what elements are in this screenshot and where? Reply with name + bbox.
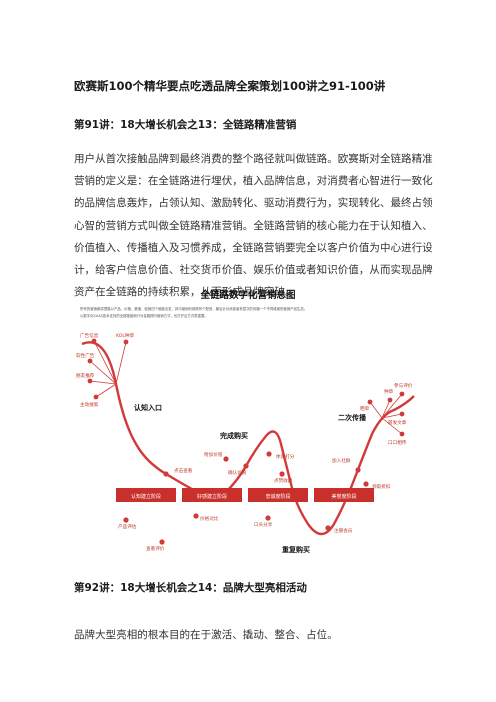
- node-seed: 种草: [384, 388, 394, 395]
- section-92-heading: 第92讲：18大增长机会之14：品牌大型亮相活动: [74, 582, 307, 594]
- stage-box-1: 认知建立阶段: [131, 493, 161, 500]
- left-nodes: 广告信息 KOL种草 软性广告 朋友推荐 主动搜索: [76, 332, 135, 408]
- node-register-member: 注册会员: [334, 527, 353, 534]
- stage-box-4: 美誉度阶段: [331, 493, 356, 500]
- section-91-heading: 第91讲：18大增长机会之13：全链路精准营销: [74, 119, 297, 131]
- node-kol: KOL种草: [116, 332, 135, 339]
- lower-nodes: 产品评估 价格对比 查看评价 口头分享 注册会员: [118, 513, 353, 552]
- node-view-reviews: 查看评价: [146, 545, 165, 552]
- upper-nodes: 点击查看 附加价值 确认价值 体验打分 点赞收藏 加入社群 领取折扣: [163, 451, 391, 490]
- right-nodes: 种草 晒单 参与评价 转发文章 口口相传: [360, 382, 413, 446]
- stage-label-enter: 认知入口: [134, 403, 162, 412]
- node-like-save: 点赞收藏: [274, 477, 293, 484]
- node-rating: 体验打分: [276, 453, 295, 460]
- stage-box-2: 好感建立阶段: [197, 493, 227, 500]
- node-click-view: 点击查看: [174, 467, 193, 474]
- stage-label-spread: 二次传播: [338, 413, 367, 422]
- node-join-group: 加入社群: [332, 457, 351, 464]
- full-chain-marketing-diagram: 全链路数字化营销总图 所有的营销都将遵循以产品、价格、渠道、促销四个维度出发，其…: [76, 284, 420, 560]
- section-91-paragraph: 用户从首次接触品牌到最终消费的整个路径就叫做链路。欧赛斯对全链路精准营销的定义是…: [74, 153, 433, 299]
- stage-boxes: 认知建立阶段 好感建立阶段 忠诚度阶段 美誉度阶段: [116, 488, 374, 502]
- node-forward: 转发文章: [388, 419, 407, 426]
- document-title: 欧赛斯100个精华要点吃透品牌全案策划100讲之91-100讲: [74, 79, 386, 93]
- chain-path: [81, 341, 415, 536]
- stage-box-3: 忠诚度阶段: [265, 493, 290, 500]
- right-branches: [369, 393, 403, 435]
- node-ad-info: 广告信息: [80, 332, 99, 339]
- node-search: 主动搜索: [80, 401, 99, 408]
- node-added-value: 附加价值: [204, 451, 223, 458]
- diagram-title: 全链路数字化营销总图: [199, 289, 295, 301]
- node-price-compare: 价格对比: [200, 515, 219, 522]
- node-confirm-value: 确认价值: [228, 469, 247, 476]
- node-show-order: 晒单: [360, 405, 370, 412]
- node-review: 参与评价: [394, 382, 413, 389]
- diagram-intro-line-1: 所有的营销都将遵循以产品、价格、渠道、促销四个维度出发，其中营销利润既有个配底，…: [80, 306, 307, 311]
- left-branches: [89, 340, 127, 398]
- section-92-paragraph: 品牌大型亮相的根本目的在于激活、撬动、整合、占位。: [74, 629, 338, 641]
- node-soft-ad: 软性广告: [76, 352, 95, 359]
- node-verbal-share: 口头分享: [254, 521, 273, 528]
- diagram-intro-line-2: 以数字化SAAS技术支持的全链路营销行为金融顾问营销方式，也打开这方式很重要。: [80, 313, 208, 318]
- stage-label-purchase: 完成购买: [220, 431, 248, 440]
- node-product-eval: 产品评估: [118, 523, 137, 530]
- node-get-discount: 领取折扣: [372, 483, 391, 490]
- node-word-of-mouth: 口口相传: [388, 439, 407, 446]
- node-friend-rec: 朋友推荐: [76, 372, 95, 379]
- stage-label-repurchase: 重复购买: [282, 545, 310, 554]
